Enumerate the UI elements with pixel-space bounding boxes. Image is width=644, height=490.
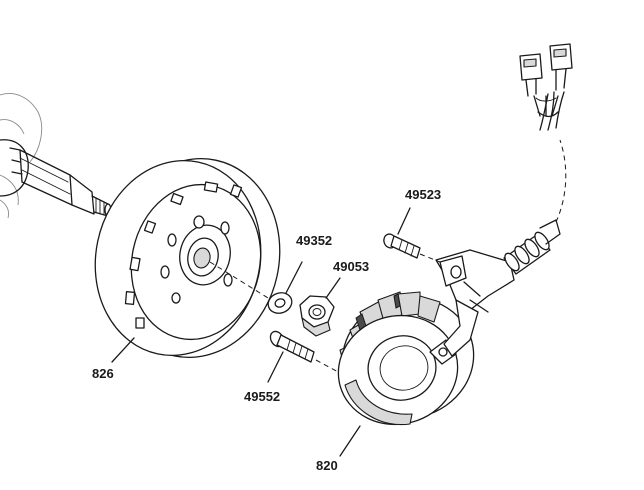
pickup-bracket-drawing — [435, 219, 561, 357]
wiring-harness-drawing — [519, 43, 573, 223]
flywheel-drawing — [94, 157, 281, 363]
part-label-stator-screw: 49552 — [244, 389, 281, 404]
part-label-pickup-screw: 49523 — [405, 187, 442, 202]
connector-left — [519, 53, 543, 97]
part-label-flywheel: 826 — [92, 366, 114, 381]
crankshaft-drawing — [0, 93, 112, 219]
pickup-screw-drawing — [383, 207, 441, 263]
washer-drawing — [267, 261, 303, 314]
part-label-stator: 820 — [316, 458, 338, 473]
assembly-axis-line — [209, 261, 269, 299]
stator-drawing — [337, 291, 475, 457]
part-label-washer: 49352 — [296, 233, 333, 248]
part-label-nut: 49053 — [333, 259, 370, 274]
connector-right — [549, 43, 573, 91]
nut-drawing — [299, 277, 341, 337]
stator-screw-drawing — [267, 330, 363, 386]
